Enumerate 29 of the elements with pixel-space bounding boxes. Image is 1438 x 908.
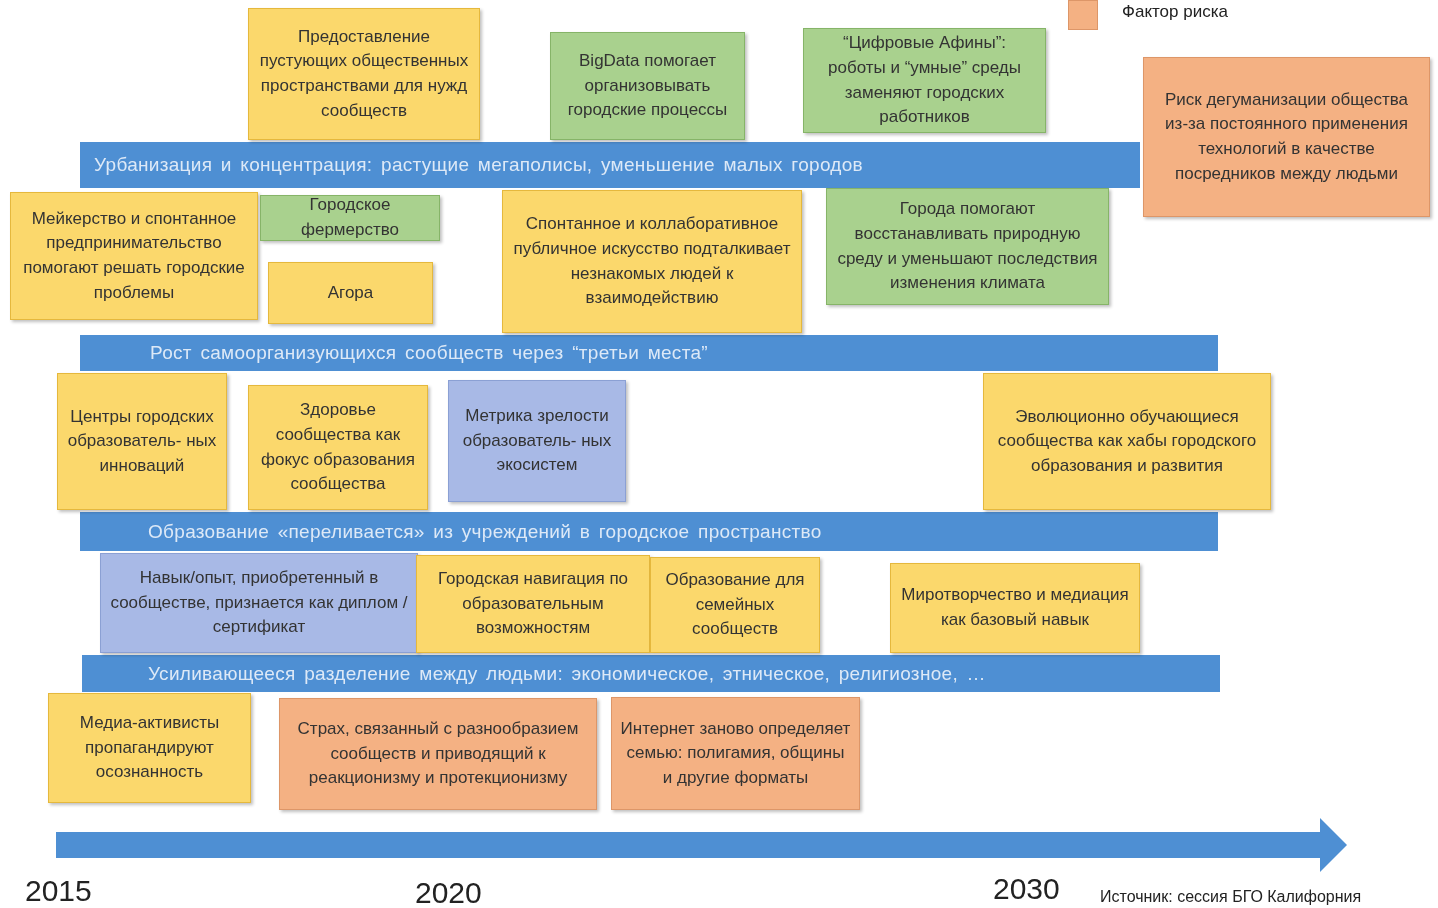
risk-box: Риск дегуманизации общества из-за постоянного применения технологий в качестве посредников между людьми	[1143, 57, 1430, 217]
idea-box: Метрика зрелости образователь- ных экосистем	[448, 380, 626, 502]
idea-box: Спонтанное и коллаборативное публичное искусство подталкивает незнакомых людей к взаимодействию	[502, 190, 802, 333]
idea-box: Агора	[268, 262, 433, 324]
idea-box: Медиа-активисты пропагандируют осознанность	[48, 693, 251, 803]
year-label: 2030	[993, 872, 1060, 906]
idea-box: Городская навигация по образовательным возможностям	[416, 555, 650, 653]
idea-box: Предоставление пустующих общественных пространствами для нужд сообществ	[248, 8, 480, 140]
risk-box: Интернет заново определяет семью: полигамия, общины и другие форматы	[611, 697, 860, 810]
trend-band: Образование «переливается» из учреждений в городское пространство	[80, 512, 1218, 551]
trend-band: Усиливающееся разделение между людьми: экономическое, этническое, религиозное, …	[82, 655, 1220, 692]
idea-box: Мейкерство и спонтанное предпринимательство помогают решать городские проблемы	[10, 192, 258, 320]
idea-box: Центры городских образователь- ных инноваций	[57, 373, 227, 510]
trend-band: Рост самоорганизующихся сообществ через “третьи места”	[80, 335, 1218, 371]
idea-box: Миротворчество и медиация как базовый навык	[890, 563, 1140, 653]
idea-box: Образование для семейных сообществ	[650, 557, 820, 653]
year-label: 2020	[415, 876, 482, 908]
risk-box: Страх, связанный с разнообразием сообществ и приводящий к реакционизму и протекционизму	[279, 698, 597, 810]
idea-box: Эволюционно обучающиеся сообщества как хабы городского образования и развития	[983, 373, 1271, 510]
year-label: 2015	[25, 874, 92, 908]
idea-box: Здоровье сообщества как фокус образования сообщества	[248, 385, 428, 510]
idea-box: Города помогают восстанавливать природную среду и уменьшают последствия изменения климата	[826, 188, 1109, 305]
source-note: Источник: сессия БГО Калифорния	[1100, 888, 1362, 906]
idea-box: Городское фермерство	[260, 195, 440, 241]
idea-box: Навык/опыт, приобретенный в сообществе, признается как диплом / сертификат	[100, 553, 418, 653]
trend-band: Урбанизация и концентрация: растущие мегаполисы, уменьшение малых городов	[80, 142, 1140, 188]
idea-box: “Цифровые Афины”: роботы и “умные” среды заменяют городских работников	[803, 28, 1046, 133]
legend-label: Фактор риска	[1122, 2, 1228, 22]
idea-box: BigData помогает организовывать городские процессы	[550, 32, 745, 140]
